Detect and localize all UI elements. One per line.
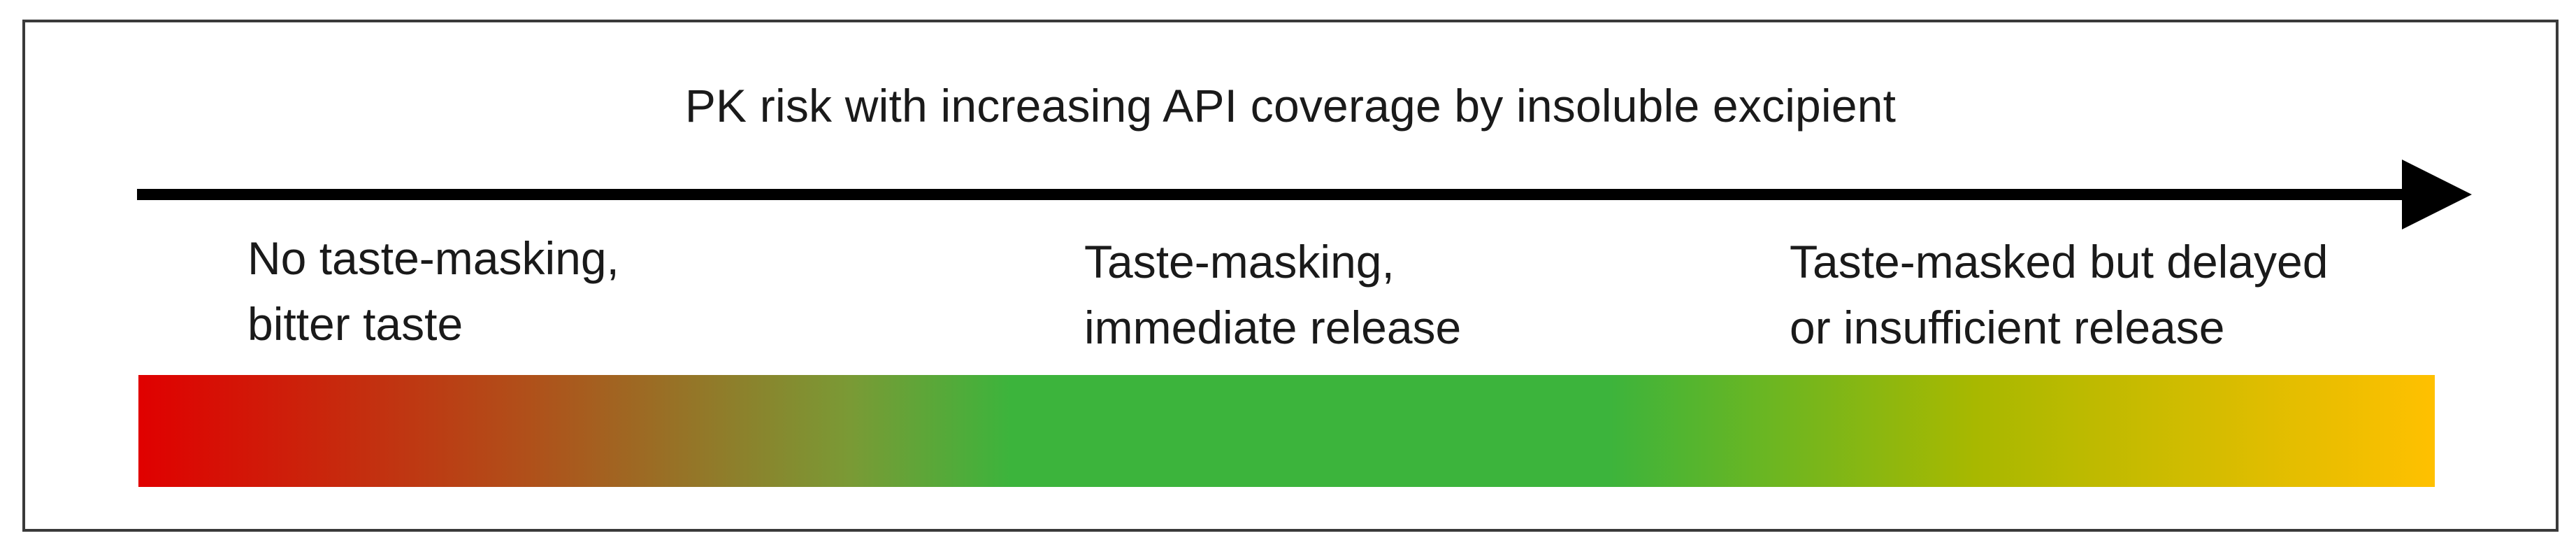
figure-frame: PK risk with increasing API coverage by … [22, 20, 2559, 532]
right-arrow-icon [137, 160, 2472, 229]
label-right-line2: or insufficient release [1790, 302, 2225, 353]
label-mid-line1: Taste-masking, [1084, 236, 1395, 288]
figure-title: PK risk with increasing API coverage by … [684, 80, 1897, 132]
label-mid-line2: immediate release [1084, 302, 1462, 353]
label-right-line1: Taste-masked but delayed [1790, 236, 2329, 288]
label-taste-masking-immediate: Taste-masking, immediate release [1084, 229, 1461, 360]
label-left-line1: No taste-masking, [247, 232, 619, 284]
label-taste-masked-delayed: Taste-masked but delayed or insufficient… [1790, 229, 2328, 360]
label-left-line2: bitter taste [247, 298, 463, 350]
label-no-taste-masking: No taste-masking, bitter taste [247, 225, 619, 357]
arrow-shaft [137, 189, 2416, 200]
gradient-fill [138, 375, 2435, 487]
arrow-head [2402, 160, 2472, 229]
risk-gradient-bar [138, 375, 2435, 487]
